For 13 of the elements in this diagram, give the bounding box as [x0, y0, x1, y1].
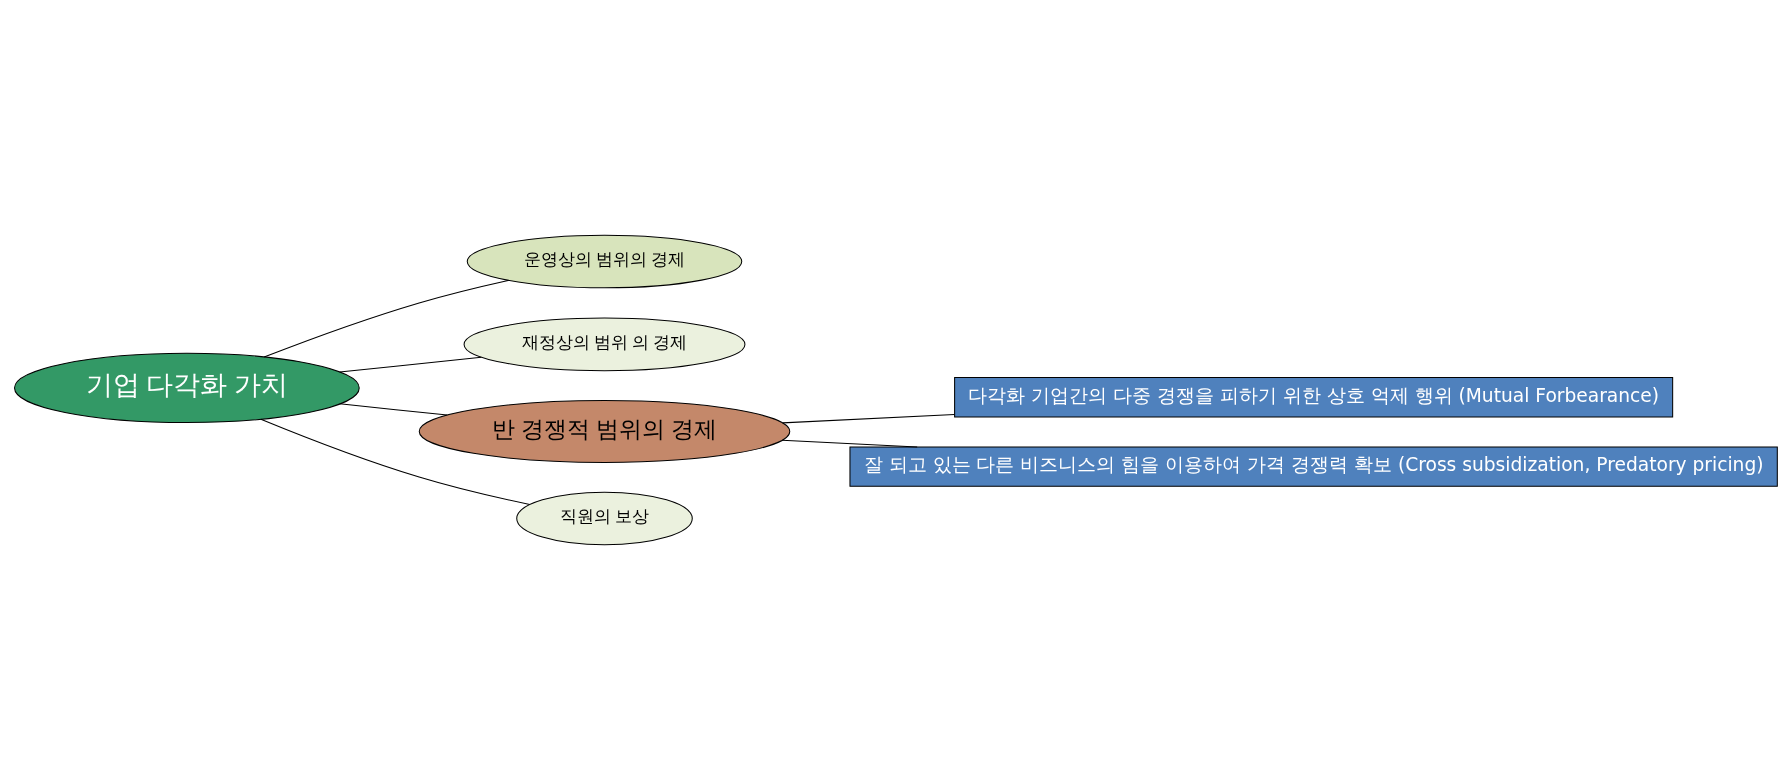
- connector: [259, 418, 530, 505]
- connector: [781, 439, 918, 447]
- node-box: 잘 되고 있는 다른 비즈니스의 힘을 이용하여 가격 경쟁력 확보 (Cross subsidization, Predatory pricing): [848, 445, 1778, 487]
- node-ellipse: 직원의 보상: [515, 491, 693, 545]
- connector: [263, 279, 509, 358]
- node-ellipse: 운영상의 범위의 경제: [466, 234, 742, 288]
- connector: [338, 356, 482, 373]
- node-ellipse: 기업 다각화 가치: [13, 352, 360, 423]
- connector: [338, 402, 448, 416]
- node-ellipse: 반 경쟁적 범위의 경제: [418, 399, 790, 463]
- node-box: 다각화 기업간의 다중 경쟁을 피하기 위한 상호 억제 행위 (Mutual Forbearance): [953, 376, 1673, 417]
- connector: [781, 413, 955, 423]
- node-ellipse: 재정상의 범위 의 경제: [463, 317, 745, 371]
